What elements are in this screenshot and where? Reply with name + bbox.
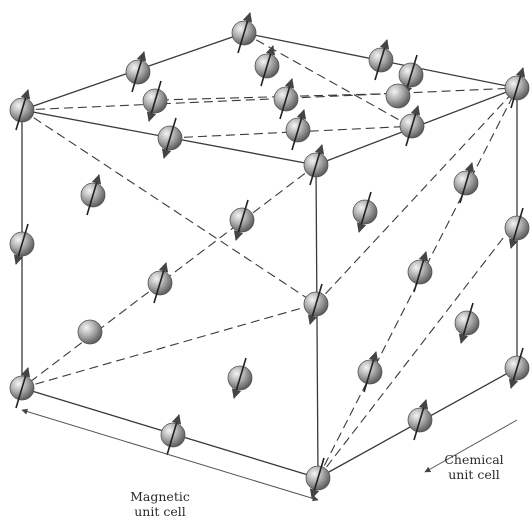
chemical-label-line-1: Chemical: [444, 452, 504, 467]
dashed-line: [317, 219, 518, 479]
atom: [407, 399, 433, 441]
spin-up-arrow: [413, 251, 429, 293]
atom: [357, 351, 383, 393]
spin-up-arrow: [291, 109, 307, 151]
atom: [303, 144, 329, 186]
atom: [157, 117, 183, 159]
atom: [504, 207, 530, 249]
cell-edges: [21, 32, 518, 479]
atom: [368, 39, 394, 81]
spin-up-arrow: [374, 39, 390, 81]
spin-down-arrow: [458, 302, 474, 344]
atom: [285, 109, 311, 151]
spin-up-arrow: [15, 367, 31, 409]
atom: [407, 251, 433, 293]
atom: [385, 83, 411, 109]
atom: [160, 414, 186, 456]
spin-up-arrow: [405, 105, 421, 147]
dimension-arrows: [21, 408, 518, 502]
atom: [254, 45, 280, 87]
atom: [303, 283, 329, 325]
magnetic-label-line-1: Magnetic: [130, 489, 190, 504]
spin-down-arrow: [13, 223, 29, 265]
spin-up-arrow: [309, 144, 325, 186]
spin-down-arrow: [508, 347, 524, 389]
atom: [142, 80, 168, 122]
atom: [504, 67, 530, 109]
atom: [229, 199, 255, 241]
atom: [77, 319, 103, 345]
spin-down-arrow: [161, 117, 177, 159]
dashed-line: [21, 303, 317, 389]
atom: [227, 357, 253, 399]
atom: [273, 78, 299, 120]
spin-up-arrow: [363, 351, 379, 393]
dashed-line: [315, 87, 518, 305]
dashed-line: [21, 87, 518, 111]
atom-sphere: [77, 319, 103, 345]
atom: [453, 162, 479, 204]
spin-down-arrow: [356, 191, 372, 233]
atom: [504, 347, 530, 389]
spin-up-arrow: [510, 67, 526, 109]
atom: [9, 367, 35, 409]
spin-down-arrow: [233, 199, 249, 241]
spin-down-arrow: [146, 80, 162, 122]
chemical-cell-dimension-arrow: [424, 419, 518, 473]
atom: [80, 174, 106, 216]
atoms: [9, 12, 530, 499]
spin-up-arrow: [279, 78, 295, 120]
magnetic-unit-cell-label: Magnetic unit cell: [110, 489, 210, 519]
spin-up-arrow: [260, 45, 276, 87]
atom: [147, 262, 173, 304]
spin-down-arrow: [508, 207, 524, 249]
atom: [454, 302, 480, 344]
atom-sphere: [385, 83, 411, 109]
atom: [9, 223, 35, 265]
spin-down-arrow: [307, 283, 323, 325]
spin-up-arrow: [15, 89, 31, 131]
spin-up-arrow: [153, 262, 169, 304]
atom: [9, 89, 35, 131]
atom: [352, 191, 378, 233]
atom: [398, 54, 424, 96]
dashed-line: [21, 109, 317, 305]
chemical-unit-cell-label: Chemical unit cell: [424, 452, 524, 482]
atom: [125, 51, 151, 93]
spin-up-arrow: [413, 399, 429, 441]
atom: [399, 105, 425, 147]
spin-down-arrow: [231, 357, 247, 399]
spin-up-arrow: [131, 51, 147, 93]
chemical-label-line-2: unit cell: [448, 467, 500, 482]
cube-edge: [315, 164, 319, 479]
atom: [231, 12, 257, 54]
spin-up-arrow: [237, 12, 253, 54]
spin-up-arrow: [86, 174, 102, 216]
magnetic-cell-dimension-arrow: [21, 408, 319, 502]
spin-up-arrow: [459, 162, 475, 204]
magnetic-label-line-2: unit cell: [134, 504, 186, 519]
